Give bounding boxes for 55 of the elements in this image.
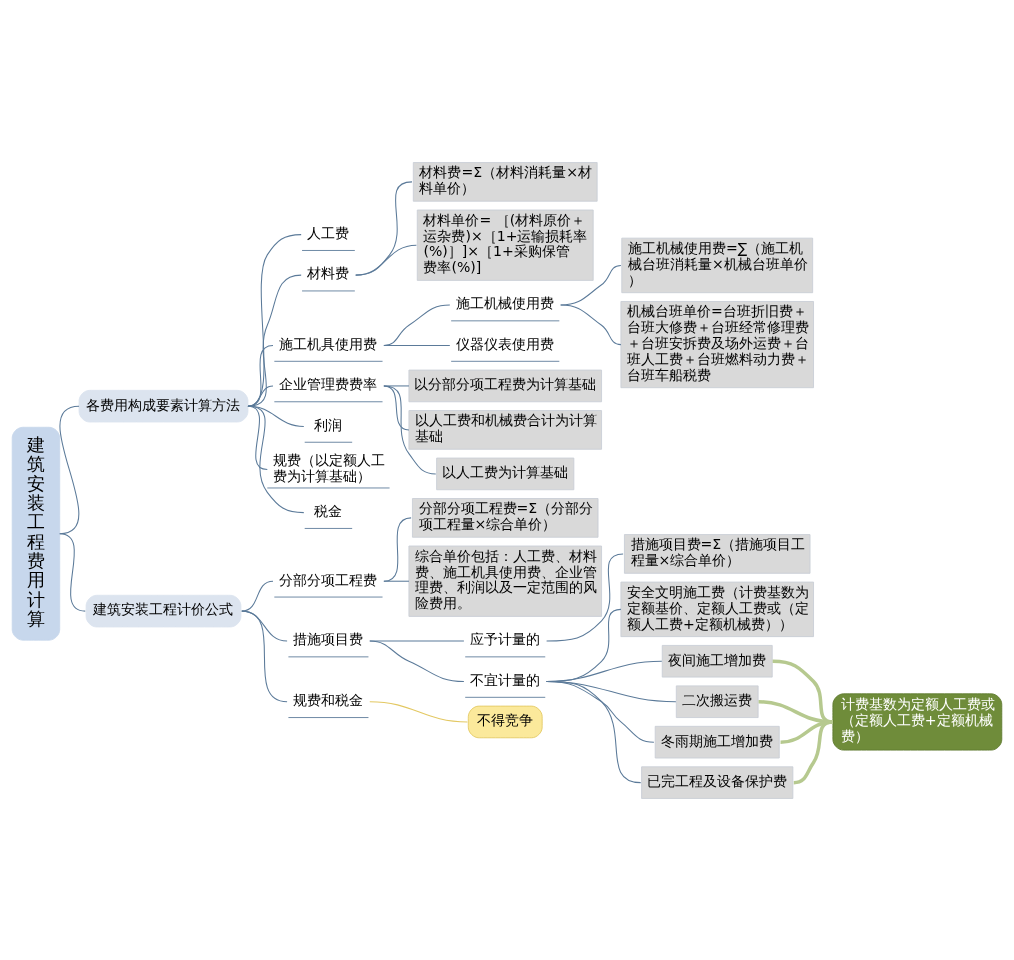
node-box: 已完工程及设备保护费 — [641, 765, 794, 799]
node-text: 仪器仪表使用费 — [456, 335, 555, 352]
node-text: 应予计量的 — [470, 630, 541, 647]
node-box: 二次搬运费 — [675, 684, 759, 718]
node-box: 建筑安装工程计价公式 — [85, 594, 242, 627]
node-box: 以人工费和机械费合计为计算基础 — [408, 409, 602, 450]
node-box: 机械台班单价=台班折旧费＋台班大修费＋台班经常修理费＋台班安拆费及场外运费＋台班人工费＋台班燃料动力费＋台班车船税费 — [620, 300, 814, 388]
connector — [369, 700, 468, 722]
node-box: 分部分项工程费=Σ（分部分项工程量×综合单价） — [412, 497, 599, 538]
connector — [383, 344, 451, 346]
node-box: 冬雨期施工增加费 — [654, 725, 780, 758]
node-text: 人工费 — [307, 224, 350, 241]
connector — [383, 580, 410, 582]
node-text: 材料费 — [307, 264, 350, 281]
node-box: 综合单价包括：人工费、材料费、施工机具使用费、企业管理费、利润以及一定范围的风险费用。 — [408, 545, 602, 617]
connector — [241, 610, 288, 702]
connector — [546, 552, 624, 642]
node-box: 安全文明施工费（计费基数为定额基价、定额人工费或（定额人工费+定额机械费）） — [620, 581, 814, 637]
connector — [369, 640, 465, 682]
node-text: 规费（以定额人工费为计算基础） — [272, 451, 385, 484]
node-text: 施工机械使用费 — [456, 294, 555, 311]
node-text: 税金 — [314, 502, 343, 519]
connector — [247, 233, 302, 407]
connector — [383, 384, 437, 474]
connector — [241, 580, 274, 612]
node-text: 不宜计量的 — [470, 671, 541, 688]
connector — [247, 274, 302, 407]
node-box: 以分部分项工程费为计算基础 — [408, 369, 602, 402]
node-box: 各费用构成要素计算方法 — [78, 389, 249, 422]
connector — [383, 304, 451, 346]
node-box: 夜间施工增加费 — [661, 644, 773, 678]
node-text: 分部分项工程费 — [279, 571, 378, 588]
node-text: 措施项目费 — [293, 630, 364, 647]
connector — [546, 680, 642, 783]
node-box: 不得竞争 — [467, 705, 543, 738]
node-text: 企业管理费费率 — [279, 375, 378, 392]
node-box: 措施项目费=Σ（措施项目工程量×综合单价） — [624, 533, 811, 574]
connector — [383, 384, 410, 386]
connector — [560, 304, 622, 345]
connector — [355, 244, 417, 276]
node-box: 建筑安装工程费用计算 — [11, 426, 61, 641]
node-text: 施工机具使用费 — [279, 335, 378, 352]
node-box: 以人工费为计算基础 — [436, 457, 575, 490]
connector — [247, 384, 274, 407]
connector — [247, 344, 274, 407]
connector — [383, 516, 412, 582]
node-box: 材料单价= ［(材料原价＋运杂费)×［1+运输损耗率(%)］]×［1+采购保管费率(%)] — [416, 209, 594, 281]
node-box: 施工机械使用费=∑（施工机械台班消耗量×机械台班单价） — [621, 237, 814, 293]
node-box: 材料费=Σ（材料消耗量×材料单价） — [412, 161, 598, 202]
connector — [59, 405, 80, 534]
connector — [383, 384, 410, 430]
node-text: 规费和税金 — [293, 691, 364, 708]
node-text: 利润 — [314, 416, 343, 433]
connector — [59, 532, 86, 612]
node-box: 计费基数为定额人工费或（定额人工费+定额机械费） — [832, 692, 1003, 751]
